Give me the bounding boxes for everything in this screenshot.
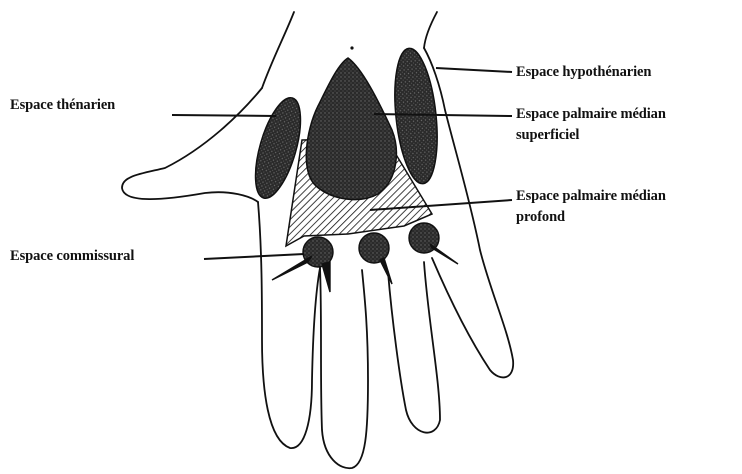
label-espace-thenarien: Espace thénarien xyxy=(10,95,115,116)
label-line: profond xyxy=(516,207,666,228)
ring-finger-outline xyxy=(388,262,440,433)
label-line: superficiel xyxy=(516,125,666,146)
little-finger-outline xyxy=(424,48,513,377)
leader-thenarien xyxy=(172,115,276,116)
wrist-right-edge xyxy=(424,12,437,48)
leader-commissural xyxy=(204,254,304,259)
label-espace-palmaire-superficiel: Espace palmaire médian superficiel xyxy=(516,104,666,146)
wrist-left-edge xyxy=(262,12,294,88)
label-espace-palmaire-profond: Espace palmaire médian profond xyxy=(516,186,666,228)
ink-dot xyxy=(350,46,353,49)
label-espace-commissural: Espace commissural xyxy=(10,246,134,267)
commissural-tail-2 xyxy=(322,262,330,292)
commissural-tail-1 xyxy=(272,256,312,280)
leader-hypothenarien xyxy=(436,68,512,72)
label-line: Espace palmaire médian xyxy=(516,186,666,207)
label-line: Espace palmaire médian xyxy=(516,104,666,125)
leader-palmaire-superficiel xyxy=(374,114,512,116)
label-espace-hypothenarien: Espace hypothénarien xyxy=(516,62,651,83)
thumb-outline xyxy=(122,88,262,202)
middle-finger-outline xyxy=(320,268,368,468)
superficial-midpalmar-space xyxy=(306,58,396,200)
commissural-tail-3 xyxy=(380,258,392,284)
